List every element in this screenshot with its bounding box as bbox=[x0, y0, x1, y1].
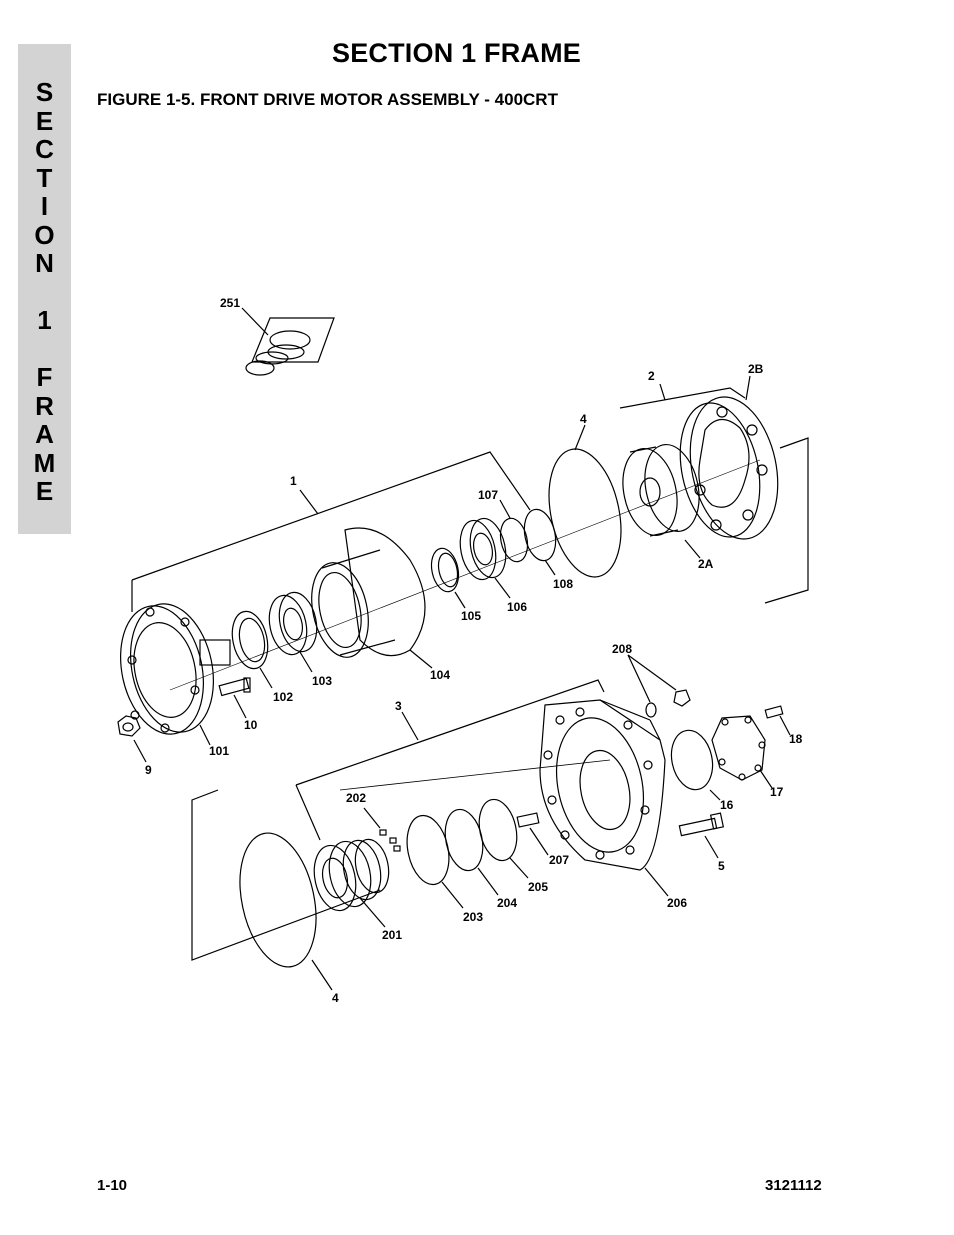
callout-203: 203 bbox=[463, 910, 483, 924]
callout-103: 103 bbox=[312, 674, 332, 688]
nut-9 bbox=[117, 715, 141, 737]
side-tab-letter: O bbox=[34, 219, 55, 250]
callout-17: 17 bbox=[770, 785, 784, 799]
bolt-5 bbox=[678, 812, 725, 837]
page-number: 1-10 bbox=[97, 1177, 128, 1194]
callout-102: 102 bbox=[273, 690, 293, 704]
o-ring-16 bbox=[670, 729, 714, 791]
side-tab-letter: E bbox=[35, 105, 54, 136]
seal-102 bbox=[231, 610, 269, 670]
housing-104 bbox=[311, 527, 426, 658]
o-ring-4-upper bbox=[548, 448, 622, 578]
figure-title: FIGURE 1-5. FRONT DRIVE MOTOR ASSEMBLY -… bbox=[97, 90, 558, 109]
callout-9: 9 bbox=[145, 763, 152, 777]
callout-5: 5 bbox=[718, 859, 725, 873]
seal-ring-205 bbox=[478, 798, 518, 862]
bracket-3 bbox=[295, 679, 605, 786]
output-shaft-flange-101 bbox=[120, 603, 231, 735]
plug-208 bbox=[673, 689, 691, 707]
callout-106: 106 bbox=[507, 600, 527, 614]
callout-208: 208 bbox=[612, 642, 632, 656]
callout-2A: 2A bbox=[698, 557, 714, 571]
side-tab-letter: S bbox=[35, 77, 54, 107]
end-cover-206 bbox=[539, 699, 666, 871]
piston-201 bbox=[313, 838, 390, 912]
side-tab-letter: T bbox=[36, 162, 53, 193]
o-ring-4-lower bbox=[239, 832, 317, 968]
callout-1: 1 bbox=[290, 474, 297, 488]
callout-204: 204 bbox=[497, 896, 517, 910]
callout-107: 107 bbox=[478, 488, 498, 502]
cap-17 bbox=[711, 715, 766, 781]
bolt-18 bbox=[764, 705, 784, 719]
callout-4-lower: 4 bbox=[332, 991, 339, 1005]
callout-202: 202 bbox=[346, 791, 366, 805]
callout-101: 101 bbox=[209, 744, 229, 758]
callout-4-upper: 4 bbox=[580, 412, 587, 426]
pin-207 bbox=[516, 812, 540, 828]
document-number: 3121112 bbox=[765, 1177, 822, 1194]
callout-251: 251 bbox=[220, 296, 240, 310]
seal-kit-bag bbox=[241, 307, 335, 376]
callout-104: 104 bbox=[430, 668, 450, 682]
callout-207: 207 bbox=[549, 853, 569, 867]
side-tab-letter: C bbox=[35, 134, 54, 164]
callout-3: 3 bbox=[395, 699, 402, 713]
retaining-ring-107 bbox=[499, 517, 529, 563]
callout-2: 2 bbox=[648, 369, 655, 383]
section-title: SECTION 1 FRAME bbox=[332, 38, 582, 68]
callout-108: 108 bbox=[553, 577, 573, 591]
side-tab-letter: F bbox=[36, 362, 53, 392]
seal-208 bbox=[645, 702, 657, 718]
callout-205: 205 bbox=[528, 880, 548, 894]
gerotor-2 bbox=[622, 444, 700, 537]
bracket-2 bbox=[619, 387, 746, 409]
rotor-housing-2B bbox=[679, 396, 779, 540]
bearing-106 bbox=[459, 517, 507, 581]
bearing-103 bbox=[268, 591, 318, 656]
callout-10: 10 bbox=[244, 718, 258, 732]
callout-18: 18 bbox=[789, 732, 803, 746]
check-valves-202 bbox=[379, 829, 401, 852]
side-tab-letter: M bbox=[33, 447, 56, 478]
side-tab-letter: N bbox=[35, 248, 54, 278]
callout-201: 201 bbox=[382, 928, 402, 942]
stud-10 bbox=[218, 677, 251, 697]
callout-105: 105 bbox=[461, 609, 481, 623]
side-tab-letter: I bbox=[40, 191, 49, 221]
bracket-1 bbox=[131, 451, 531, 581]
callout-16: 16 bbox=[720, 798, 734, 812]
callout-206: 206 bbox=[667, 896, 687, 910]
side-tab-letter: A bbox=[35, 419, 54, 449]
spacer-105 bbox=[430, 547, 460, 593]
side-tab-letter: E bbox=[35, 476, 54, 506]
callout-2B: 2B bbox=[748, 362, 764, 376]
seal-ring-204 bbox=[444, 808, 484, 872]
side-tab-letter: R bbox=[35, 390, 54, 421]
seal-ring-203 bbox=[406, 814, 450, 886]
side-tab-letter: 1 bbox=[37, 305, 52, 335]
